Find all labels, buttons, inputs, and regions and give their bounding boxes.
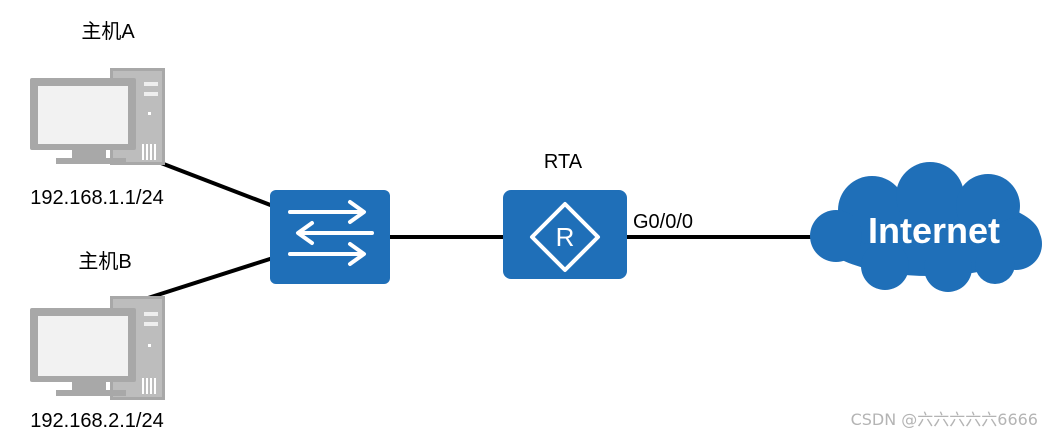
link-hostA-switch bbox=[147, 156, 274, 208]
router-label: RTA bbox=[544, 151, 583, 173]
host-b-name: 主机B bbox=[78, 250, 131, 273]
host-a-icon bbox=[30, 68, 165, 165]
internet-label: Internet bbox=[868, 210, 1000, 251]
internet-cloud-icon bbox=[810, 162, 1042, 292]
router-interface-label: G0/0/0 bbox=[633, 211, 693, 233]
watermark: CSDN @六六六六六6666 bbox=[850, 410, 1038, 429]
host-b-icon bbox=[30, 296, 165, 400]
host-b-ip: 192.168.2.1/24 bbox=[30, 410, 163, 432]
host-a-ip: 192.168.1.1/24 bbox=[30, 187, 163, 209]
link-hostB-switch bbox=[147, 256, 274, 300]
links bbox=[147, 156, 822, 300]
switch-icon bbox=[270, 190, 390, 284]
host-a-name: 主机A bbox=[81, 20, 135, 43]
router-glyph: R bbox=[556, 222, 575, 252]
router-icon: R bbox=[503, 190, 627, 279]
